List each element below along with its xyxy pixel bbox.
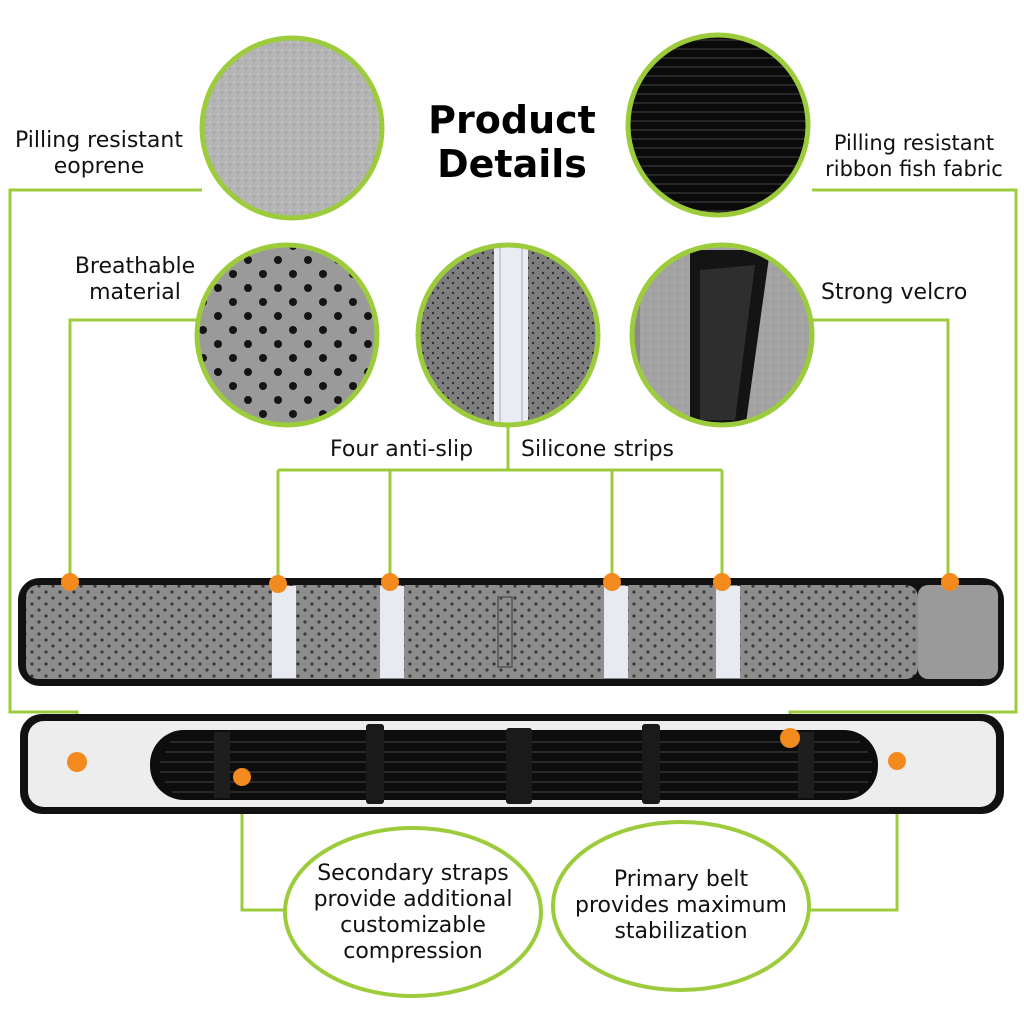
eoprene-label-line-1: Pilling resistant	[15, 128, 183, 153]
silicone-strip-swatch	[415, 242, 601, 428]
breathable-swatch	[194, 242, 380, 428]
eoprene-label: Pilling resistant eoprene	[4, 128, 194, 180]
title-line-2: Details	[437, 142, 587, 186]
ribbon-fabric-label-line-1: Pilling resistant	[833, 131, 995, 155]
marker-strip-3	[603, 573, 621, 591]
primary-belt-line-1: Primary belt	[613, 867, 749, 892]
silicone-strip-2	[380, 586, 404, 678]
title-line-1: Product	[428, 98, 596, 142]
eoprene-swatch	[199, 35, 385, 221]
primary-belt-oval	[551, 820, 811, 992]
breathable-label-line-1: Breathable	[74, 254, 196, 279]
belt-outer-side	[20, 714, 1004, 814]
marker-strip-1	[269, 575, 287, 593]
primary-belt-line-2: provides maximum	[575, 893, 787, 918]
secondary-straps-line-3: customizable	[340, 913, 486, 938]
page-title: Product Details	[392, 98, 632, 186]
belt-inner-side	[18, 578, 1004, 686]
marker-ribbon-fabric	[780, 728, 800, 748]
marker-eoprene	[67, 752, 87, 772]
breathable-label: Breathable material	[60, 254, 210, 306]
marker-velcro	[941, 573, 959, 591]
eoprene-label-line-2: eoprene	[53, 154, 145, 179]
secondary-straps-text: Secondary straps provide additional cust…	[293, 861, 533, 965]
ribbon-fabric-label-line-2: ribbon fish fabric	[825, 157, 1003, 181]
secondary-straps-line-1: Secondary straps	[317, 861, 509, 886]
silicone-strip-3	[604, 586, 628, 678]
orange-markers	[61, 573, 959, 786]
antislip-label-right: Silicone strips	[521, 437, 675, 462]
secondary-straps-line-2: provide additional	[313, 887, 513, 912]
velcro-label: Strong velcro	[821, 280, 968, 305]
ribbon-fabric-label: Pilling resistant ribbon fish fabric	[816, 130, 1012, 182]
marker-breathable	[61, 573, 79, 591]
primary-belt-line-3: stabilization	[614, 919, 748, 944]
marker-strip-4	[713, 573, 731, 591]
marker-secondary-straps	[233, 768, 251, 786]
ribbon-fabric-swatch	[625, 32, 811, 218]
silicone-strip-1	[272, 586, 296, 678]
secondary-straps-oval	[283, 826, 543, 998]
secondary-straps-line-4: compression	[343, 939, 483, 964]
marker-primary-belt	[888, 752, 906, 770]
silicone-strip-4	[716, 586, 740, 678]
velcro-swatch	[629, 242, 815, 428]
antislip-label-left: Four anti-slip	[330, 437, 474, 462]
primary-belt-text: Primary belt provides maximum stabilizat…	[563, 867, 799, 945]
marker-strip-2	[381, 573, 399, 591]
breathable-label-line-2: material	[89, 280, 181, 305]
